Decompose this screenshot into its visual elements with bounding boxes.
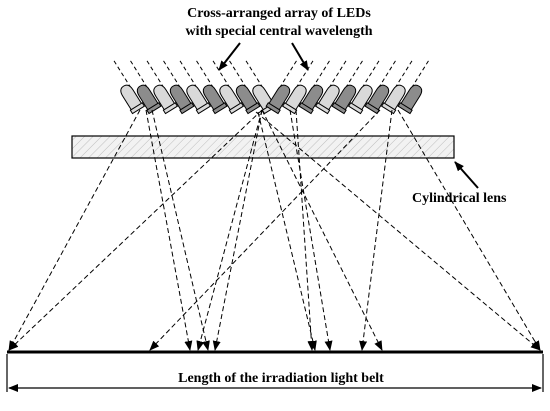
light-ray xyxy=(145,109,193,351)
led-emission-dash xyxy=(229,60,247,89)
led xyxy=(298,84,324,115)
led xyxy=(265,84,291,115)
led-emission-dash xyxy=(245,60,264,89)
led-emission-dash xyxy=(378,60,396,89)
led-emission-dash xyxy=(361,60,380,89)
title-line-1: Cross-arranged array of LEDs xyxy=(187,6,371,21)
led-emission-dash xyxy=(345,60,363,89)
led xyxy=(219,84,245,115)
led-emission-dash xyxy=(411,60,429,89)
led xyxy=(331,84,357,115)
light-ray xyxy=(261,109,383,351)
light-ray xyxy=(212,109,263,351)
led xyxy=(136,84,162,115)
led xyxy=(169,84,195,115)
led-emission-dash xyxy=(146,60,165,89)
title-pointer-left xyxy=(218,42,241,71)
led xyxy=(397,84,423,115)
lens-label-pointer xyxy=(454,161,479,189)
led-emission-dash xyxy=(212,60,231,89)
led xyxy=(281,84,307,115)
led xyxy=(202,84,228,115)
light-ray xyxy=(255,111,541,351)
light-ray xyxy=(359,109,393,351)
led xyxy=(186,84,212,115)
led-emission-dash xyxy=(113,60,132,89)
light-ray xyxy=(257,111,317,351)
led xyxy=(120,84,146,115)
led-array xyxy=(120,84,423,115)
light-ray xyxy=(397,109,541,351)
light-ray xyxy=(8,109,263,351)
led-emission-dash xyxy=(394,60,413,89)
led-emission-dash xyxy=(179,60,198,89)
led-emission-dash xyxy=(130,60,148,89)
led xyxy=(347,84,373,115)
led xyxy=(235,84,261,115)
light-ray xyxy=(151,109,210,351)
led xyxy=(364,84,390,115)
led xyxy=(153,84,179,115)
led-emission-dash xyxy=(196,60,214,89)
led-emission-dash xyxy=(328,60,347,89)
light-ray xyxy=(8,109,141,351)
cylindrical-lens xyxy=(71,135,455,159)
title-pointer-right xyxy=(291,42,309,71)
belt-length-label: Length of the irradiation light belt xyxy=(178,371,384,386)
light-rays xyxy=(8,109,541,351)
led-emission-dash xyxy=(312,60,330,89)
title-line-2: with special central wavelength xyxy=(185,24,373,39)
led-emission-dash xyxy=(279,60,297,89)
light-ray xyxy=(289,109,333,351)
cylindrical-lens-label: Cylindrical lens xyxy=(412,191,507,206)
light-ray xyxy=(196,109,263,351)
light-ray xyxy=(295,109,316,351)
led-emission-dash xyxy=(295,60,314,89)
led-emission-lines xyxy=(113,60,429,89)
led xyxy=(314,84,340,115)
led-emission-dash xyxy=(163,60,181,89)
